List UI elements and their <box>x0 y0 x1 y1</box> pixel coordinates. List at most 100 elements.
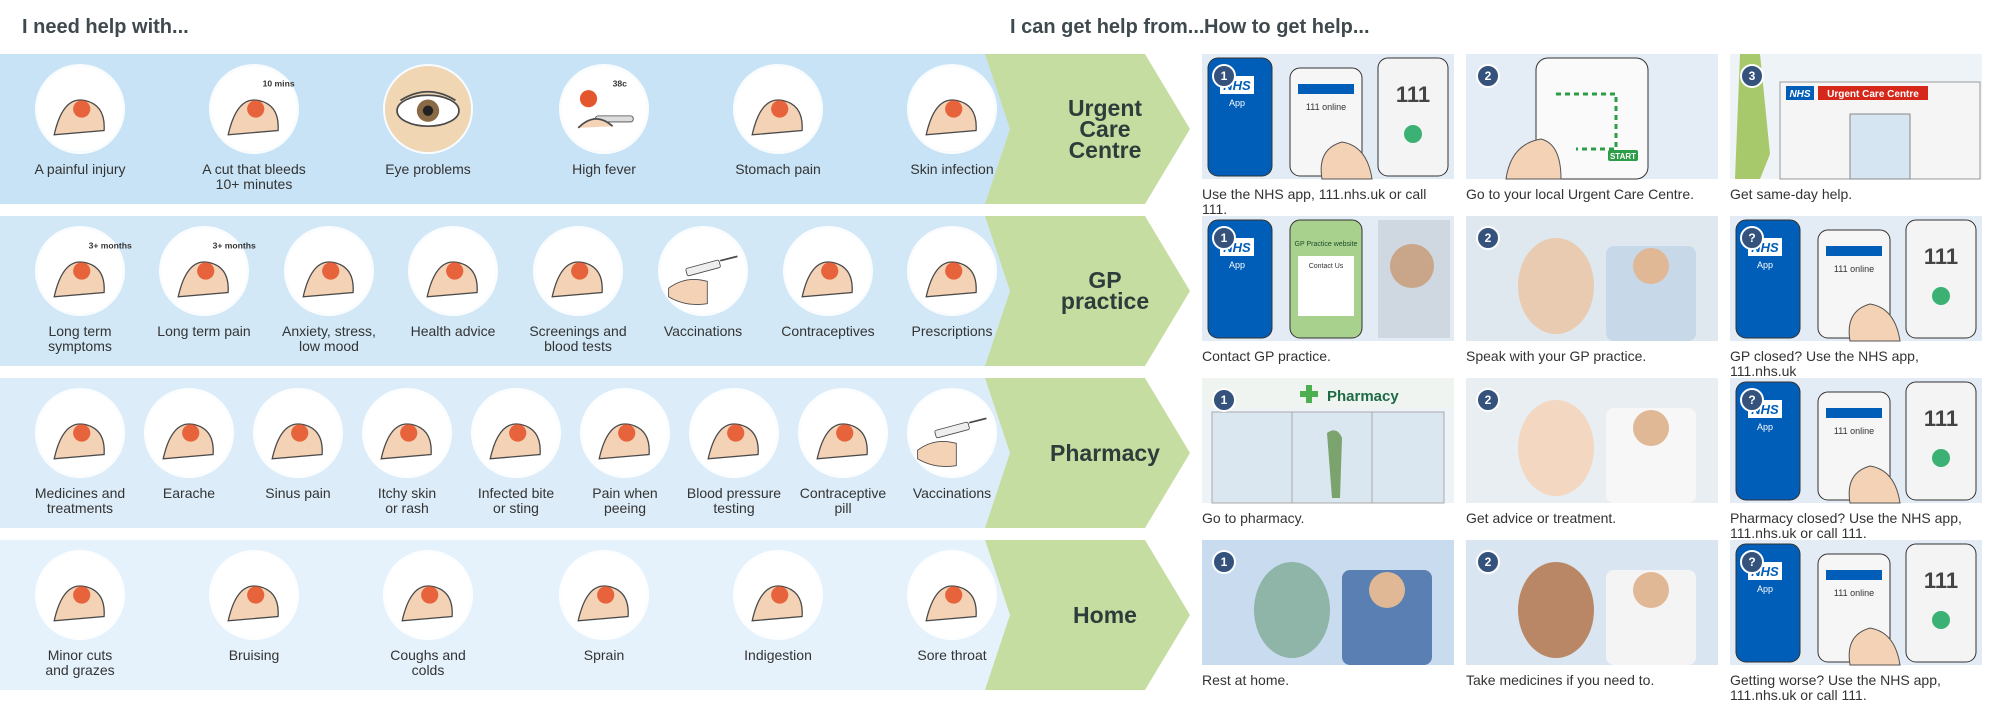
symptom-item: A painful injury <box>9 64 151 177</box>
symptom-label: High fever <box>572 161 636 177</box>
svg-text:Contact Us: Contact Us <box>1309 263 1344 270</box>
skin-infection-icon <box>907 64 997 154</box>
wasp-icon <box>471 388 561 478</box>
symptom-label: Skin infection <box>910 161 994 177</box>
step-caption: Go to pharmacy. <box>1202 510 1305 526</box>
phones-icon: NHS App 111 online 111 ? <box>1730 540 1982 666</box>
svg-text:App: App <box>1229 260 1245 270</box>
medicines-icon <box>35 388 125 478</box>
how-to-step: NHS App 111 online 111 ? Getting worse? U… <box>1730 540 1982 703</box>
symptom-item: Health advice <box>382 226 524 339</box>
svg-text:3+ months: 3+ months <box>89 241 132 251</box>
symptom-label: Bruising <box>228 647 280 663</box>
thermometer-icon: 38c <box>559 64 649 154</box>
destination-label: Urgent Care Centre <box>1067 94 1143 163</box>
svg-text:App: App <box>1757 260 1773 270</box>
step-number-badge: 1 <box>1212 64 1236 88</box>
how-to-step: NHS App 111 online 111 ?GP closed? Use t… <box>1730 216 1982 394</box>
step-caption: Use the NHS app, 111.nhs.uk or call 111. <box>1202 186 1427 217</box>
indigestion-icon <box>733 550 823 640</box>
svg-text:App: App <box>1229 98 1245 108</box>
symptom-label: A cut that bleeds 10+ minutes <box>202 161 306 192</box>
symptom-label: Health advice <box>410 323 496 339</box>
phones-icon: NHS App 111 online 111 ? <box>1730 216 1982 342</box>
symptom-item: Screenings and blood tests <box>507 226 649 354</box>
step-caption: Getting worse? Use the NHS app, 111.nhs.… <box>1730 672 1941 703</box>
symptom-label: Long term pain <box>157 323 251 339</box>
symptom-item: Coughs and colds <box>357 550 499 678</box>
phones-icon: NHS App 111 online 111 1 <box>1202 54 1454 180</box>
step-number-badge: 2 <box>1476 388 1500 412</box>
tissue-icon <box>383 550 473 640</box>
symptom-item: Contraceptives <box>757 226 899 339</box>
svg-text:Urgent Care Centre: Urgent Care Centre <box>1827 89 1919 100</box>
svg-text:Pharmacy: Pharmacy <box>1327 388 1399 405</box>
step-number-badge: 2 <box>1476 64 1500 88</box>
symptom-item: Earache <box>118 388 260 501</box>
step-number-badge: 1 <box>1212 226 1236 250</box>
pharmacy-building-icon: Pharmacy 1 <box>1202 378 1454 504</box>
symptom-item: Infected bite or sting <box>445 388 587 516</box>
stomach-icon <box>733 64 823 154</box>
symptom-label: Infected bite or sting <box>477 485 555 516</box>
contact-gp-icon: NHS App GP Practice website Contact Us 1 <box>1202 216 1454 341</box>
svg-text:111: 111 <box>1924 568 1958 593</box>
symptom-item: Sore throat <box>881 550 1023 663</box>
destination-chevron <box>985 540 1190 690</box>
svg-text:38c: 38c <box>613 79 628 89</box>
symptom-label: Blood pressure testing <box>686 485 782 516</box>
urgent-care-building-icon: NHS Urgent Care Centre 3 <box>1730 54 1982 180</box>
destination-label: Pharmacy <box>1050 439 1160 466</box>
step-caption: Pharmacy closed? Use the NHS app, 111.nh… <box>1730 510 1962 541</box>
symptom-label: Contraceptives <box>781 323 875 339</box>
step-caption: Go to your local Urgent Care Centre. <box>1466 186 1694 202</box>
step-number-badge: 2 <box>1476 550 1500 574</box>
svg-text:3+ months: 3+ months <box>213 241 256 251</box>
step-caption: Take medicines if you need to. <box>1466 672 1655 688</box>
svg-text:111 online: 111 online <box>1834 588 1874 598</box>
svg-text:10 mins: 10 mins <box>263 79 295 89</box>
symptom-label: A painful injury <box>34 161 126 177</box>
symptom-item: Indigestion <box>707 550 849 663</box>
symptom-item: Skin infection <box>881 64 1023 177</box>
step-number-badge: ? <box>1740 226 1764 250</box>
rash-icon <box>362 388 452 478</box>
step-caption: Contact GP practice. <box>1202 348 1331 364</box>
svg-text:111: 111 <box>1396 82 1430 107</box>
taking-pill-icon: 2 <box>1466 540 1718 665</box>
step-caption: Speak with your GP practice. <box>1466 348 1647 364</box>
how-to-step: NHS App GP Practice website Contact Us 1… <box>1202 216 1454 364</box>
symptom-label: Screenings and blood tests <box>529 323 627 354</box>
symptom-item: Eye problems <box>357 64 499 177</box>
svg-text:111 online: 111 online <box>1834 264 1874 274</box>
resting-icon: 1 <box>1202 540 1454 665</box>
long-term-pain-icon: 3+ months <box>159 226 256 316</box>
how-to-step: Pharmacy 1 Go to pharmacy. <box>1202 378 1454 526</box>
symptom-label: Pain when peeing <box>592 485 658 516</box>
symptom-label: Coughs and colds <box>390 647 466 678</box>
ankle-icon <box>559 550 649 640</box>
svg-text:GP Practice website: GP Practice website <box>1295 241 1358 248</box>
step-number-badge: 1 <box>1212 388 1236 412</box>
symptom-label: Vaccinations <box>912 485 992 501</box>
painful-injury-icon <box>35 64 125 154</box>
blood-pressure-icon <box>689 388 779 478</box>
step-caption: Get same-day help. <box>1730 186 1853 202</box>
symptom-item: Blood pressure testing <box>663 388 805 516</box>
symptom-label: Eye problems <box>385 161 471 177</box>
destination-chevron <box>985 378 1190 528</box>
symptom-item: 10 mins A cut that bleeds 10+ minutes <box>183 64 325 192</box>
symptom-item: Medicines and treatments <box>9 388 151 516</box>
map-phone-icon: START 2 <box>1466 54 1718 180</box>
contraceptives-icon <box>783 226 873 316</box>
symptom-item: Vaccinations <box>632 226 774 339</box>
symptom-label: Sinus pain <box>265 485 331 501</box>
svg-text:App: App <box>1757 584 1773 594</box>
how-to-step: START 2 Go to your local Urgent Care Cent… <box>1466 54 1718 202</box>
